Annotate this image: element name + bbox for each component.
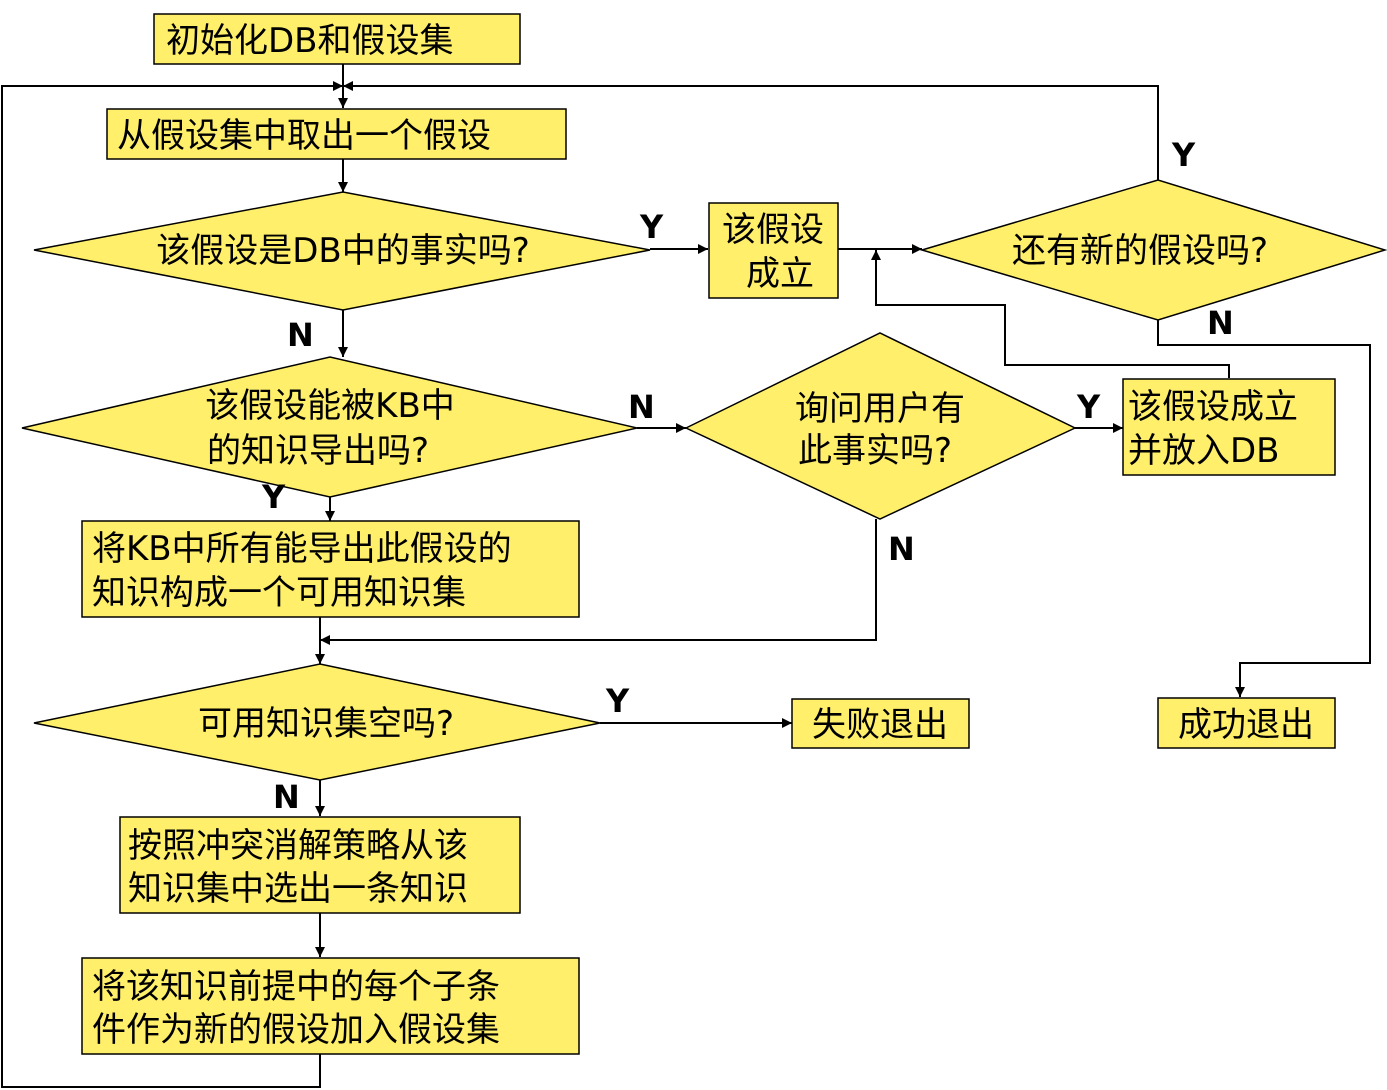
node-ask-user-label-1: 询问用户有 <box>795 389 965 429</box>
label-fact-yes: Y <box>639 208 664 246</box>
edge-addsub-loop <box>1 81 343 1088</box>
edge-more-yes-loop <box>343 81 1159 180</box>
node-more-label: 还有新的假设吗? <box>1012 231 1268 271</box>
label-ask-yes: Y <box>1076 388 1101 426</box>
node-holds-add: 该假设成立 并放入DB <box>1122 378 1336 476</box>
connectors <box>1 64 1371 1088</box>
edge-holdsadd-to-more <box>871 250 1230 378</box>
node-ask-user: 询问用户有 此事实吗? <box>684 332 1077 520</box>
node-holds-add-label-2: 并放入DB <box>1128 431 1280 471</box>
label-empty-no: N <box>273 778 300 816</box>
node-add-sub-label-1: 将该知识前提中的每个子条 <box>92 967 500 1007</box>
label-derive-yes: Y <box>261 478 286 516</box>
label-fact-no: N <box>287 316 314 354</box>
label-derive-no: N <box>628 388 655 426</box>
node-add-sub: 将该知识前提中的每个子条 件作为新的假设加入假设集 <box>81 957 580 1055</box>
label-ask-no: N <box>888 530 915 568</box>
node-more: 还有新的假设吗? <box>919 179 1387 321</box>
node-empty: 可用知识集空吗? <box>33 663 601 781</box>
node-success: 成功退出 <box>1157 697 1336 749</box>
node-fail-label: 失败退出 <box>812 705 948 745</box>
node-take-label: 从假设集中取出一个假设 <box>117 116 491 156</box>
node-holds: 该假设 成立 <box>708 202 839 299</box>
label-empty-yes: Y <box>605 682 630 720</box>
node-holds-label-2: 成立 <box>746 254 814 294</box>
node-derivable-label-1: 该假设能被KB中 <box>205 386 455 426</box>
node-derivable-label-2: 的知识导出吗? <box>207 431 429 471</box>
node-add-sub-label-2: 件作为新的假设加入假设集 <box>92 1010 500 1050</box>
edge-ask-no-to-empty <box>320 519 877 645</box>
node-is-fact-label: 该假设是DB中的事实吗? <box>156 231 530 271</box>
label-more-yes: Y <box>1171 136 1196 174</box>
node-select-label-1: 按照冲突消解策略从该 <box>128 826 468 866</box>
node-ask-user-label-2: 此事实吗? <box>798 431 952 471</box>
node-success-label: 成功退出 <box>1178 705 1314 745</box>
node-collect: 将KB中所有能导出此假设的 知识构成一个可用知识集 <box>81 520 580 618</box>
node-collect-label-2: 知识构成一个可用知识集 <box>92 573 466 613</box>
edge-labels: Y N N Y Y N Y N Y N <box>261 136 1234 816</box>
label-more-no: N <box>1207 304 1234 342</box>
node-is-fact: 该假设是DB中的事实吗? <box>33 191 651 311</box>
node-holds-add-label-1: 该假设成立 <box>1128 387 1298 427</box>
node-collect-label-1: 将KB中所有能导出此假设的 <box>92 529 512 569</box>
node-init-label: 初始化DB和假设集 <box>166 21 454 61</box>
edge-more-no-to-success <box>1157 320 1371 697</box>
node-holds-label-1: 该假设 <box>722 210 824 250</box>
node-take: 从假设集中取出一个假设 <box>106 108 567 160</box>
node-init: 初始化DB和假设集 <box>153 13 521 65</box>
node-select: 按照冲突消解策略从该 知识集中选出一条知识 <box>119 816 521 914</box>
node-select-label-2: 知识集中选出一条知识 <box>128 869 468 909</box>
node-derivable: 该假设能被KB中 的知识导出吗? <box>21 356 638 498</box>
node-empty-label: 可用知识集空吗? <box>198 704 454 744</box>
node-fail: 失败退出 <box>791 698 970 749</box>
